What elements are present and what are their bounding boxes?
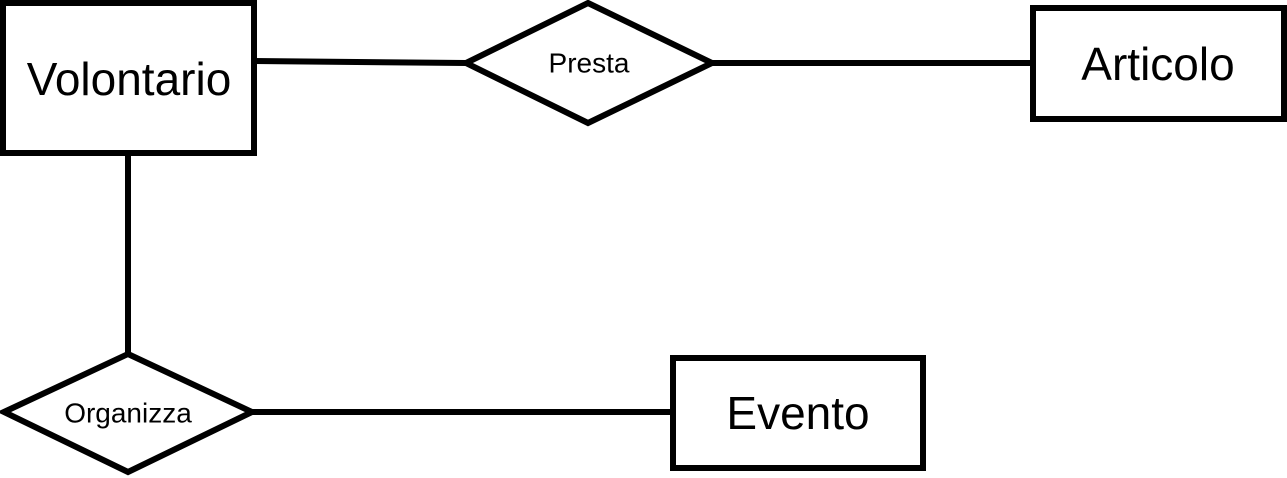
entity-articolo: Articolo [1030, 5, 1287, 122]
relationship-presta: Presta [459, 0, 719, 127]
entity-articolo-label: Articolo [1081, 38, 1234, 90]
entity-evento: Evento [670, 355, 926, 471]
entity-articolo-box [1030, 5, 1287, 122]
relationship-presta-label: Presta [549, 48, 630, 79]
connector-volontario-presta [253, 58, 467, 66]
entity-evento-label: Evento [726, 387, 869, 439]
entity-volontario-label: Volontario [27, 53, 232, 105]
relationship-presta-diamond [459, 0, 719, 127]
relationship-organizza: Organizza [0, 350, 259, 476]
entity-volontario-box [0, 0, 257, 156]
entity-volontario: Volontario [0, 0, 257, 156]
entity-evento-box [670, 355, 926, 471]
relationship-organizza-diamond [0, 350, 259, 476]
relationship-organizza-label: Organizza [64, 398, 192, 429]
